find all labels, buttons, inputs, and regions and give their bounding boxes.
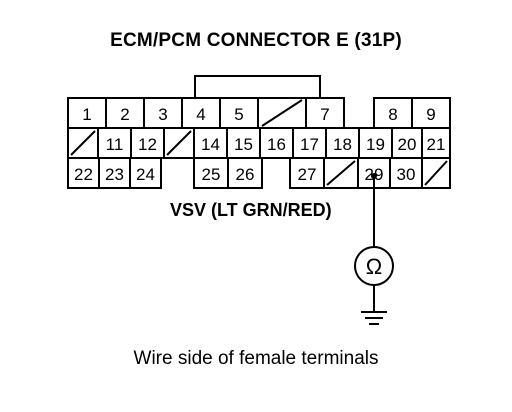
diagram-caption: Wire side of female terminals <box>133 348 379 369</box>
pin-21-label: 21 <box>427 135 446 154</box>
pin-2-label: 2 <box>120 105 129 124</box>
pin-18-label: 18 <box>333 135 352 154</box>
pin-30-label: 30 <box>397 165 416 184</box>
pin-17-label: 17 <box>300 135 319 154</box>
probe-tip <box>371 173 377 179</box>
pin-1-label: 1 <box>82 105 91 124</box>
pin-25-label: 25 <box>202 165 221 184</box>
pin-11-label: 11 <box>106 135 124 154</box>
diagram-title: ECM/PCM CONNECTOR E (31P) <box>110 30 402 51</box>
pin-29-label: 29 <box>365 165 384 184</box>
pin-19-label: 19 <box>366 135 385 154</box>
terminal-31-blank <box>421 157 451 189</box>
ohm-symbol: Ω <box>366 254 382 279</box>
pin-26-label: 26 <box>236 165 255 184</box>
pin-24-label: 24 <box>136 165 155 184</box>
pin-22-label: 22 <box>74 165 93 184</box>
pin-4-label: 4 <box>196 105 205 124</box>
pin-27-label: 27 <box>298 165 317 184</box>
terminal-6-slash <box>261 99 303 127</box>
connector-lock-tab <box>194 75 321 98</box>
terminal-28-slash <box>326 160 356 186</box>
pin-20-label: 20 <box>398 135 417 154</box>
terminal-13-slash <box>166 130 192 156</box>
pin-9-label: 9 <box>426 105 435 124</box>
pin-12-label: 12 <box>138 135 157 154</box>
terminal-26 <box>227 157 263 189</box>
pin-14-label: 14 <box>201 135 220 154</box>
pin-5-label: 5 <box>234 105 243 124</box>
pin-23-label: 23 <box>105 165 124 184</box>
pin-3-label: 3 <box>158 105 167 124</box>
pin-16-label: 16 <box>267 135 286 154</box>
pin-8-label: 8 <box>388 105 397 124</box>
terminal-31-slash <box>424 160 448 186</box>
terminal-24 <box>129 157 162 189</box>
pin-7-label: 7 <box>320 105 329 124</box>
pin-15-label: 15 <box>234 135 253 154</box>
wire-label: VSV (LT GRN/RED) <box>170 200 332 220</box>
terminal-10-slash <box>70 130 96 156</box>
